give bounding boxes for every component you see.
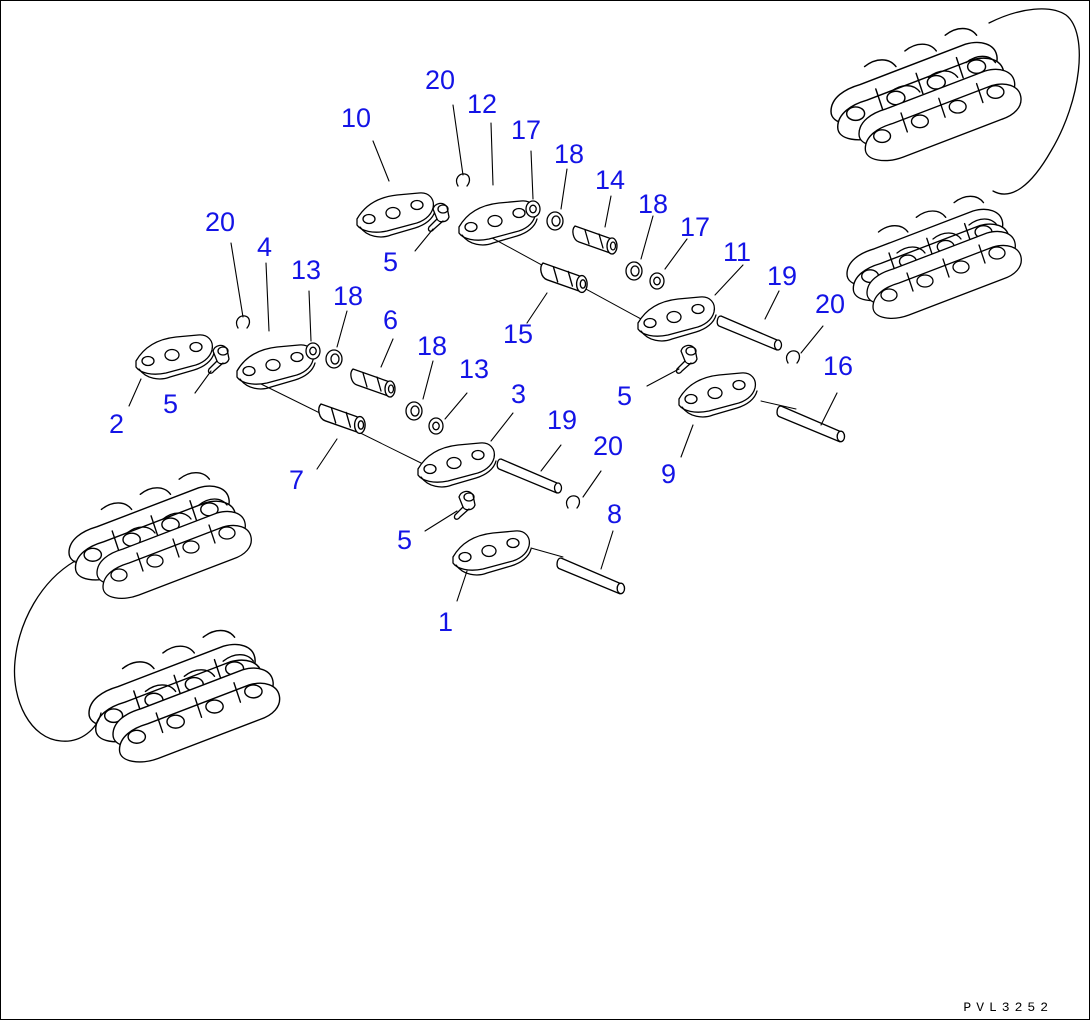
callout-6: 6 — [383, 305, 399, 335]
callout-10: 10 — [341, 103, 372, 133]
bushing-7 — [318, 403, 366, 435]
washer-17-a — [525, 200, 541, 218]
washer-13-b — [428, 417, 444, 435]
callout-17: 17 — [511, 115, 542, 145]
track-link-2 — [135, 334, 215, 380]
callout-7: 7 — [289, 465, 305, 495]
callout-20: 20 — [425, 65, 456, 95]
callout-3: 3 — [511, 379, 527, 409]
callout-19: 19 — [767, 261, 798, 291]
callout-13: 13 — [459, 354, 490, 384]
master-link-4 — [236, 344, 316, 390]
callout-19: 19 — [547, 405, 578, 435]
bushing-15 — [540, 262, 588, 294]
callout-4: 4 — [257, 232, 273, 262]
callout-18: 18 — [333, 281, 364, 311]
callout-12: 12 — [467, 89, 498, 119]
master-pin-16 — [776, 405, 846, 443]
callout-11: 11 — [723, 237, 752, 267]
master-link-3 — [417, 442, 497, 488]
chain-segment-lower-left — [88, 629, 281, 763]
chain-wrap-line-right — [988, 8, 1080, 195]
chain-segment-upper-left — [68, 471, 252, 599]
callout-5: 5 — [397, 525, 413, 555]
spacer-5-d — [453, 490, 476, 520]
washer-17-b — [649, 272, 665, 290]
callout-20: 20 — [205, 207, 236, 237]
callout-5: 5 — [383, 247, 399, 277]
track-link-10 — [356, 192, 436, 238]
pin-19-a — [716, 315, 783, 351]
drawing-reference-code: PVL3252 — [963, 1000, 1053, 1015]
callout-18: 18 — [554, 139, 585, 169]
callout-17: 17 — [680, 212, 711, 242]
track-link-9 — [678, 372, 758, 418]
callout-14: 14 — [595, 165, 626, 195]
bushing-6 — [350, 368, 396, 398]
callout-20: 20 — [593, 431, 624, 461]
callout-8: 8 — [607, 499, 623, 529]
snap-ring-20-d — [565, 495, 581, 509]
callout-2: 2 — [109, 409, 125, 439]
chain-segment-mid-right — [846, 195, 1022, 319]
snap-ring-20-b — [235, 315, 251, 329]
callout-20: 20 — [815, 289, 846, 319]
callout-18: 18 — [638, 189, 669, 219]
callout-leader-lines — [128, 104, 838, 602]
seal-18-b — [625, 261, 643, 281]
callout-5: 5 — [617, 381, 633, 411]
callout-1: 1 — [438, 607, 454, 637]
callout-9: 9 — [661, 459, 677, 489]
track-link-1 — [452, 530, 532, 576]
master-link-11 — [637, 296, 717, 342]
pin-19-b — [496, 458, 563, 494]
master-link-12 — [458, 200, 538, 246]
snap-ring-20-a — [455, 173, 471, 187]
chain-segment-top-right — [830, 27, 1022, 162]
seal-18-d — [405, 401, 423, 421]
callout-16: 16 — [823, 351, 854, 381]
snap-ring-20-c — [785, 350, 801, 364]
chain-wrap-line-left — [13, 560, 102, 742]
master-pin-8 — [556, 557, 626, 595]
seal-18-c — [325, 349, 343, 369]
washer-13-a — [305, 342, 321, 360]
callout-15: 15 — [503, 319, 534, 349]
callout-18: 18 — [417, 331, 448, 361]
callout-5: 5 — [163, 389, 179, 419]
callout-13: 13 — [291, 255, 322, 285]
seal-18-a — [546, 211, 564, 231]
bushing-14 — [572, 225, 618, 255]
